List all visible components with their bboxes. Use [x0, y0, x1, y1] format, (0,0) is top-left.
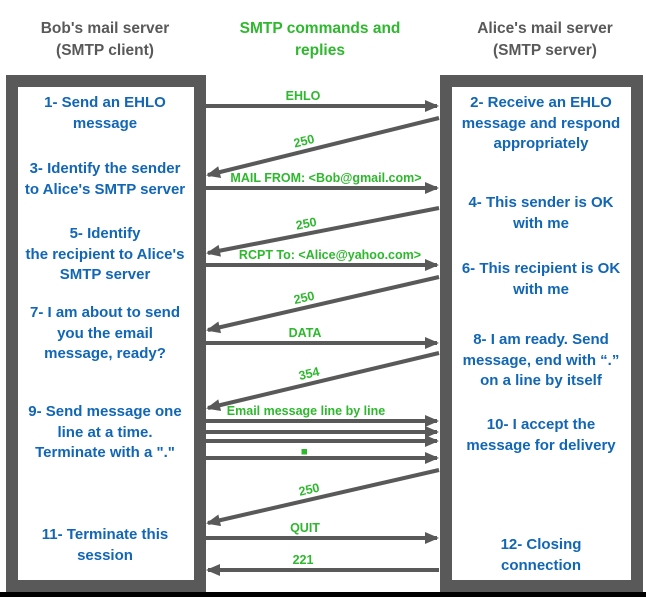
server-step-8: 8- I am ready. Send message, end with “.… [462, 331, 620, 389]
bottom-border-bar [0, 592, 646, 597]
arrow-label-reply-221: 221 [293, 553, 314, 567]
arrow-label-reply-250-2: 250 [295, 215, 318, 233]
arrow-label-mail-from: MAIL FROM: <Bob@gmail.com> [230, 171, 421, 185]
client-box [6, 75, 206, 592]
arrow-quit: QUIT [206, 521, 439, 544]
client-step-7: 7- I am about to send you the email mess… [29, 304, 180, 362]
arrow-email-line-1: Email message line by line [206, 404, 439, 427]
client-step-11: 11- Terminate this session [41, 526, 169, 564]
terminating-dot-label [301, 449, 307, 455]
arrow-label-reply-250-4: 250 [297, 481, 321, 499]
arrow-reply-250-2: 250 [206, 206, 440, 257]
arrow-label-ehlo: EHLO [286, 89, 321, 103]
arrow-ehlo: EHLO [206, 89, 439, 112]
server-step-12: 12- Closing connection [500, 536, 582, 574]
client-column-header: Bob's mail server (SMTP client) [40, 20, 170, 59]
arrow-reply-250-3: 250 [206, 275, 440, 334]
arrow-label-email-line-1: Email message line by line [227, 404, 385, 418]
arrow-rcpt-to: RCPT To: <Alice@yahoo.com> [206, 248, 439, 271]
arrow-label-reply-250-1: 250 [292, 132, 316, 151]
arrow-reply-250-1: 250 [206, 116, 440, 178]
arrow-label-reply-250-3: 250 [292, 289, 316, 307]
server-column-header: Alice's mail server (SMTP server) [477, 20, 613, 59]
arrow-label-reply-354: 354 [297, 365, 321, 383]
server-step-6: 6- This recipient is OK with me [461, 260, 621, 298]
arrow-terminating-dot [206, 449, 439, 464]
arrow-mail-from: MAIL FROM: <Bob@gmail.com> [206, 171, 439, 194]
client-step-5: 5- Identify the recipient to Alice's SMT… [25, 225, 185, 283]
commands-column-header: SMTP commands and replies [239, 20, 401, 59]
server-step-10: 10- I accept the message for delivery [466, 416, 616, 454]
arrow-reply-221: 221 [206, 553, 439, 576]
client-step-3: 3- Identify the sender to Alice's SMTP s… [24, 160, 186, 198]
arrow-label-data: DATA [289, 326, 322, 340]
arrow-data: DATA [206, 326, 439, 349]
arrow-reply-354: 354 [206, 351, 440, 412]
arrow-reply-250-4: 250 [206, 468, 440, 527]
server-step-4: 4- This sender is OK with me [468, 194, 614, 232]
arrow-label-rcpt-to: RCPT To: <Alice@yahoo.com> [239, 248, 421, 262]
server-step-2: 2- Receive an EHLO message and respond a… [461, 94, 621, 152]
server-box [440, 75, 643, 592]
arrow-label-quit: QUIT [290, 521, 320, 535]
client-step-9: 9- Send message one line at a time. Term… [28, 403, 182, 461]
client-step-1: 1- Send an EHLO message [44, 94, 166, 132]
